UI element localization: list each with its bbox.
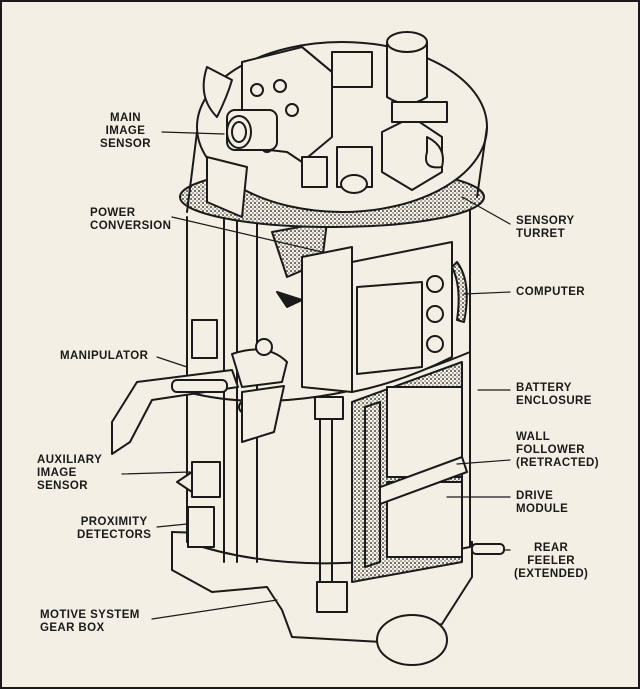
leader-wall-follower [456,459,511,465]
leader-sensory-turret [461,196,511,225]
leader-manipulator [156,356,188,368]
label-power-conversion: POWER CONVERSION [90,207,172,232]
rear-feeler [471,543,505,555]
label-auxiliary-image-sensor: AUXILIARY IMAGE SENSOR [37,454,103,492]
leader-computer [463,291,511,295]
label-manipulator: MANIPULATOR [60,350,149,362]
label-battery-enclosure: BATTERY ENCLOSURE [516,382,592,407]
main-image-sensor-lens [226,115,252,149]
label-rear-feeler: REAR FEELER (EXTENDED) [514,542,589,580]
auxiliary-sensor [191,461,221,498]
fan-blade [202,66,233,118]
leader-main-image-sensor [161,131,225,135]
rear-wheel [376,614,448,666]
label-wall-follower: WALL FOLLOWER (RETRACTED) [516,431,599,469]
leader-power-conversion [171,216,323,253]
gear-box-block [316,581,348,613]
label-computer: COMPUTER [516,286,586,298]
label-main-image-sensor: MAIN IMAGE SENSOR [100,112,151,150]
leader-auxiliary-image-sensor [121,471,191,475]
label-drive-module: DRIVE MODULE [516,490,569,515]
label-proximity-detectors: PROXIMITY DETECTORS [77,516,152,541]
label-sensory-turret: SENSORY TURRET [516,215,575,240]
proximity-detector [187,506,215,548]
label-motive-system-gear-box: MOTIVE SYSTEM GEAR BOX [40,609,140,634]
leader-motive-system-gear-box [151,599,278,620]
leader-proximity-detectors [156,523,188,528]
